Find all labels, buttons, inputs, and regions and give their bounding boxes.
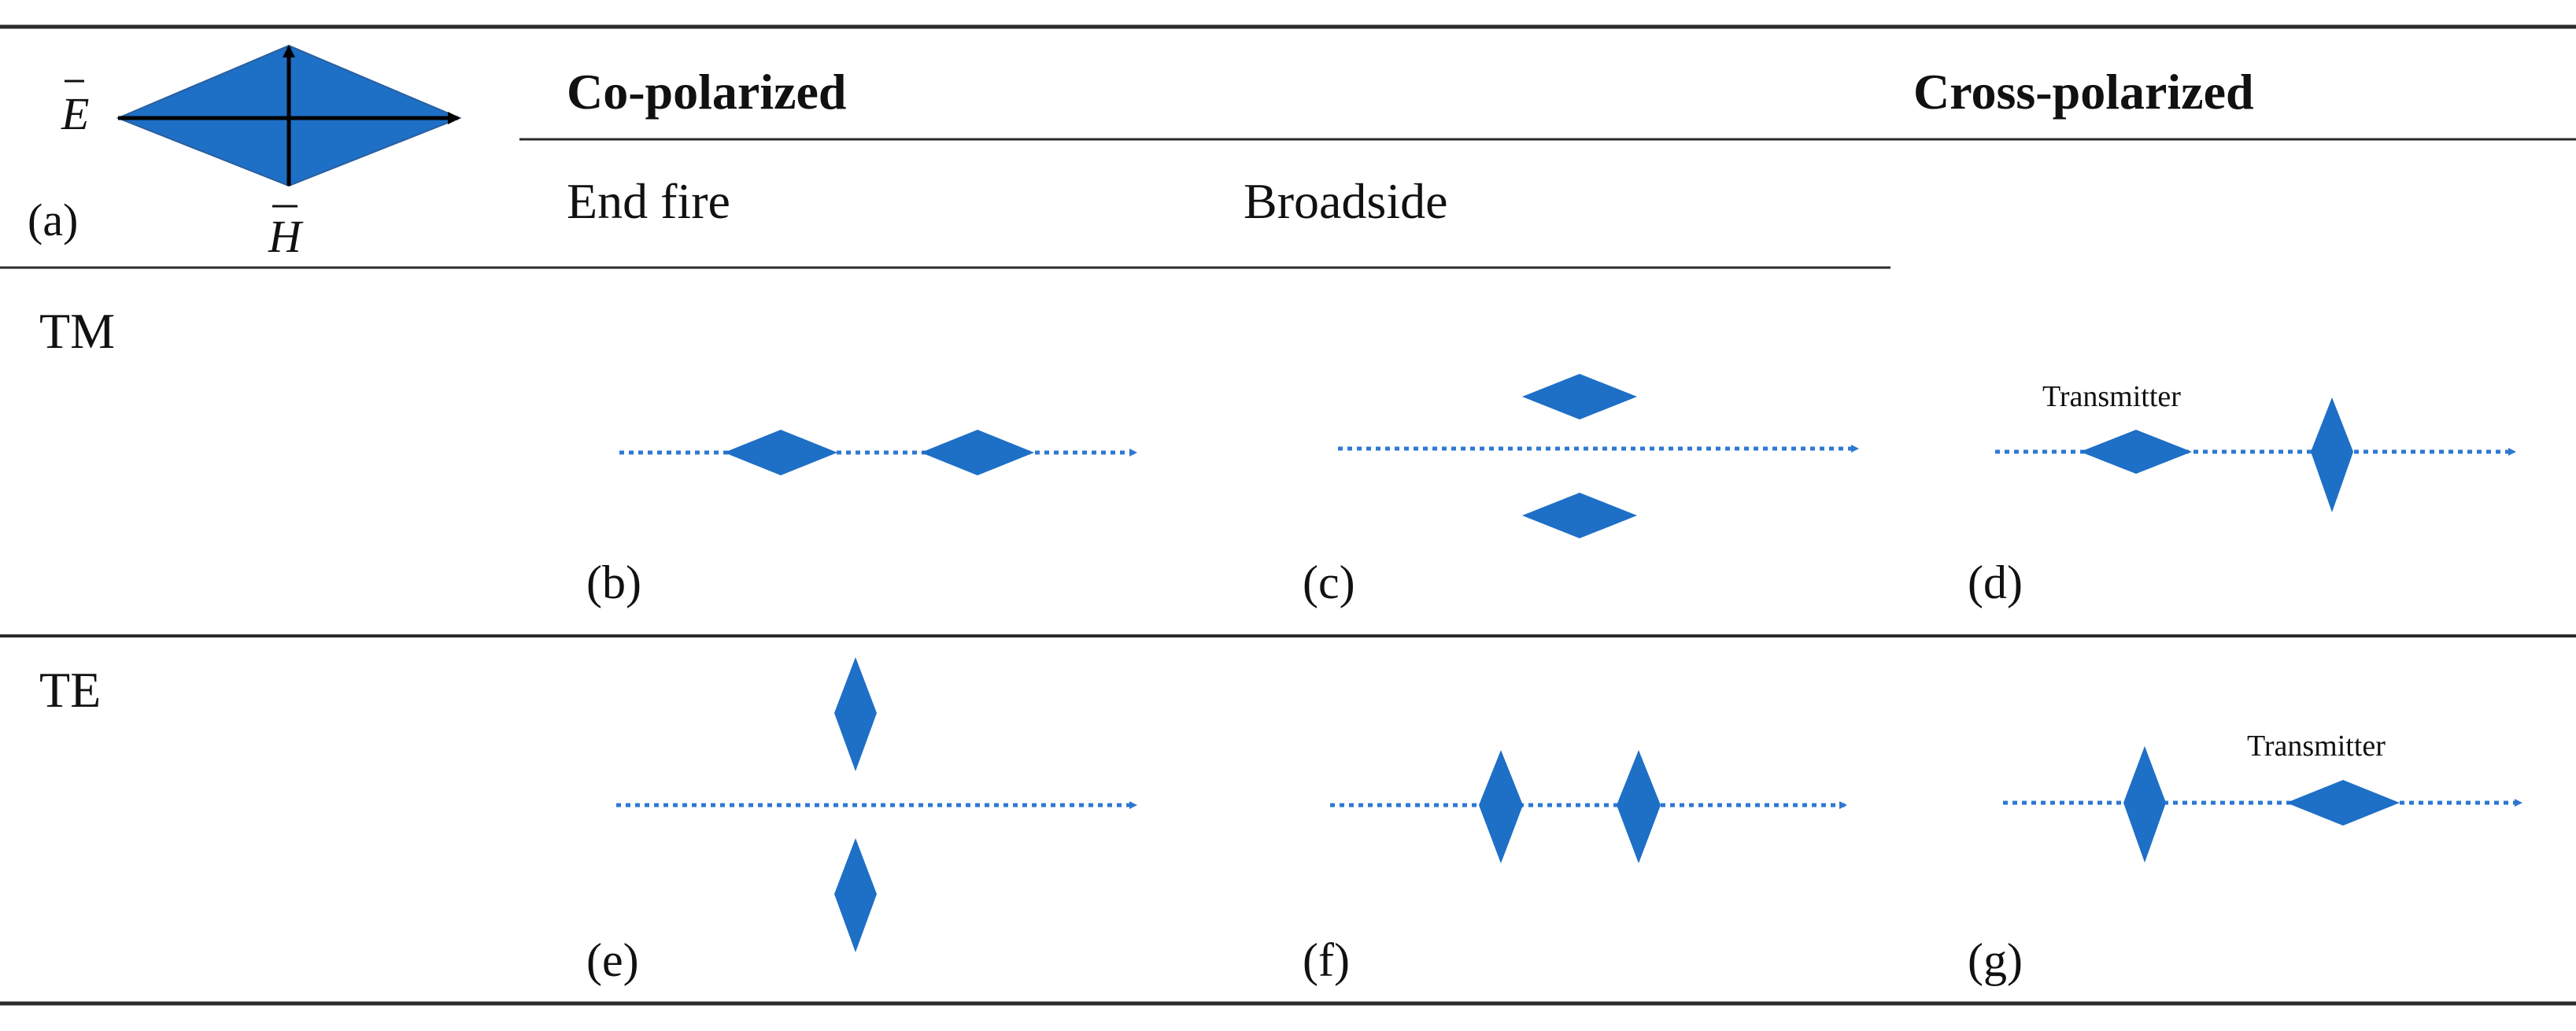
panel-label-d: (d) [1968,556,2023,608]
panel-f: (f) [1303,750,1847,986]
antenna-horizontal [724,430,837,475]
panel-d: Transmitter (d) [1968,380,2516,608]
panel-g: Transmitter (g) [1968,730,2522,986]
antenna-vertical [1479,750,1523,863]
panel-label-f: (f) [1303,934,1350,986]
antenna-horizontal [1522,493,1637,538]
antenna-vertical [834,657,877,771]
end-fire-header: End fire [567,173,730,229]
panel-label-b: (b) [586,556,641,608]
te-row-label: TE [39,662,101,718]
panel-b: (b) [586,430,1137,608]
h-field-symbol: H [268,211,304,262]
transmitter-antenna [2080,430,2192,474]
panel-label-g: (g) [1968,934,2023,986]
antenna-vertical [1617,750,1661,863]
panel-e: (e) [586,657,1137,986]
e-field-symbol: E [61,88,89,139]
polarization-legend: E H (a) [28,44,462,262]
panel-label-e: (e) [586,934,639,986]
antenna-horizontal [921,430,1034,475]
receiver-antenna-vertical [2123,746,2166,863]
receiver-antenna-vertical [2311,397,2353,512]
panel-label-c: (c) [1303,556,1355,608]
transmitter-antenna [2286,780,2400,826]
co-polarized-header: Co-polarized [567,64,847,120]
cross-polarized-header: Cross-polarized [1913,64,2254,120]
broadside-header: Broadside [1244,173,1448,229]
antenna-vertical [834,838,877,952]
tm-row-label: TM [39,303,115,359]
antenna-horizontal [1522,374,1637,419]
panel-label-a: (a) [28,194,78,246]
transmitter-label: Transmitter [2247,730,2386,763]
transmitter-label: Transmitter [2042,380,2181,413]
panel-c: (c) [1303,374,1859,608]
